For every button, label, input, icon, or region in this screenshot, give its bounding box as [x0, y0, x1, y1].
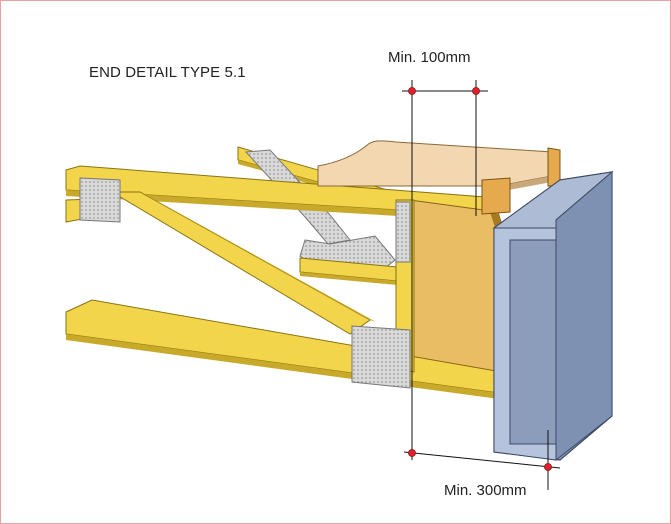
deck-board: [317, 140, 553, 192]
steel-channel-beam: [492, 170, 614, 462]
dimension-label-top: Min. 100mm: [388, 49, 471, 66]
nail-plates: [79, 177, 411, 389]
diagonal-web: [110, 191, 376, 335]
dimension-bottom: [403, 430, 561, 490]
diagram-title: END DETAIL TYPE 5.1: [89, 64, 246, 81]
dimension-label-bottom: Min. 300mm: [444, 482, 527, 499]
dimension-top: [402, 80, 488, 460]
